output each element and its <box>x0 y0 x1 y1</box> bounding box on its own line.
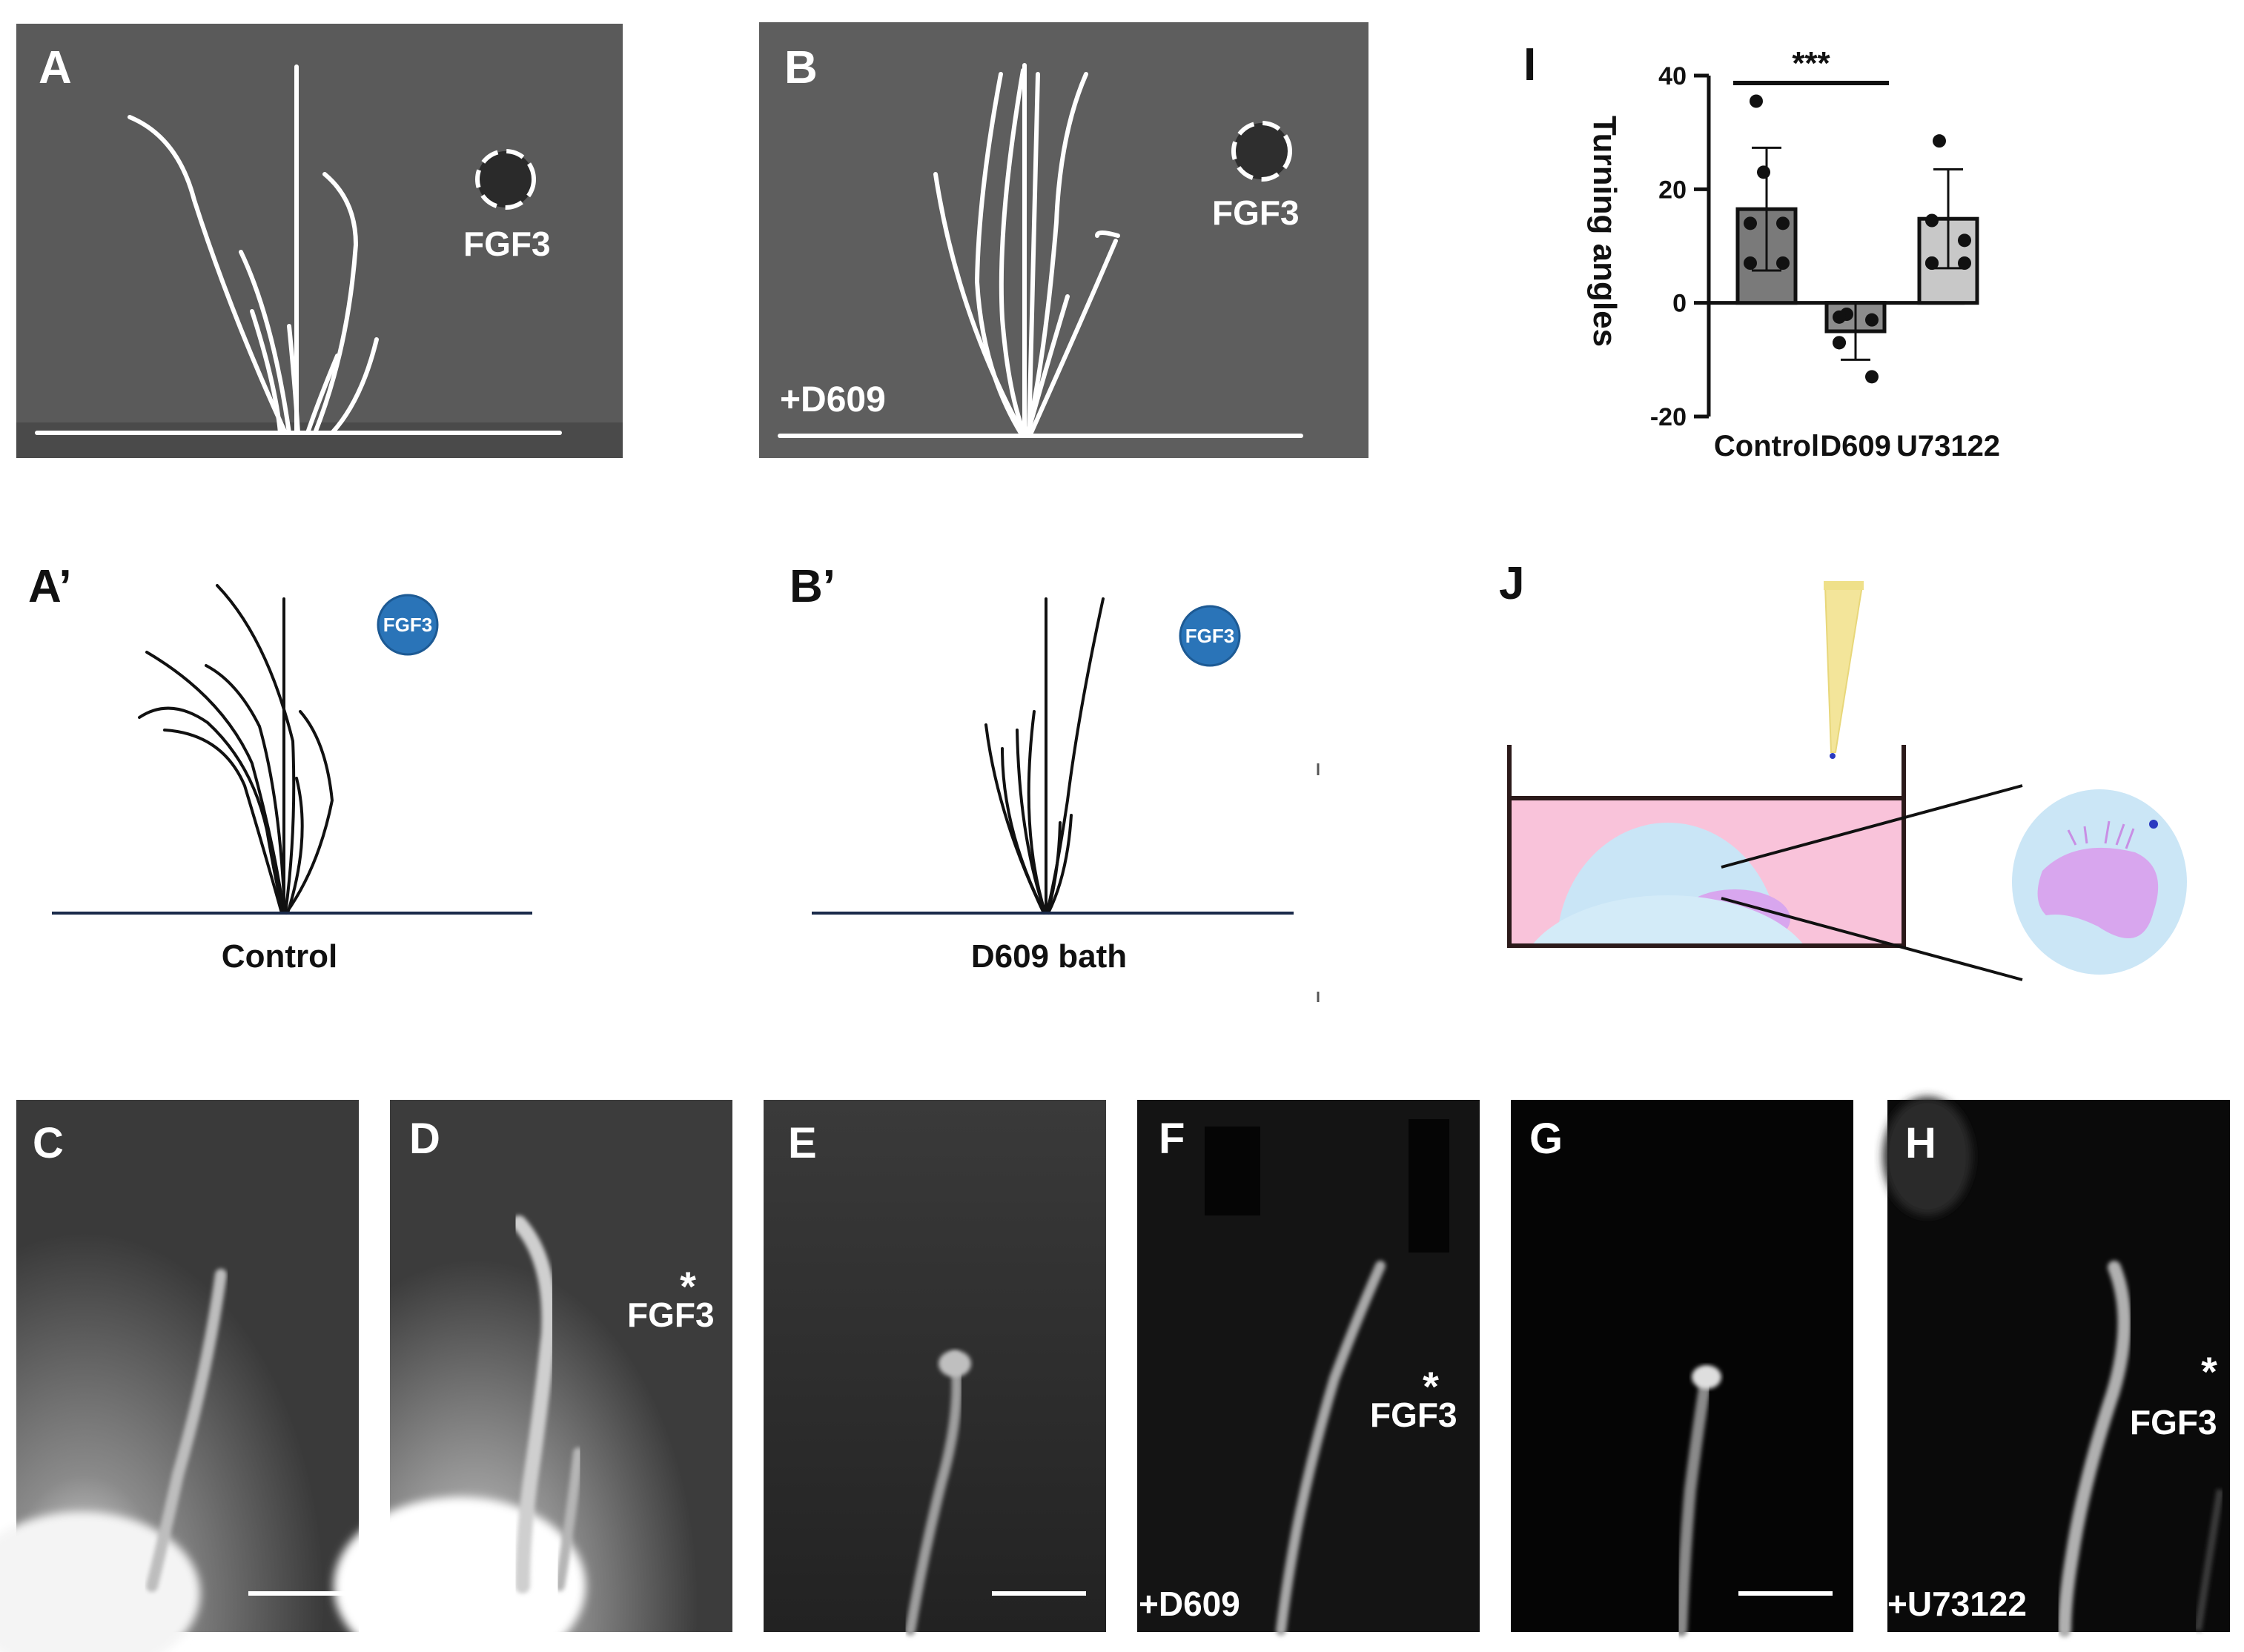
panel-d: D * FGF3 <box>334 1100 732 1652</box>
panel-j-letter: J <box>1499 558 1524 609</box>
panel-a-prime-caption: Control <box>222 938 337 975</box>
data-point <box>1925 256 1939 270</box>
panel-e-photo <box>764 1100 1106 1632</box>
pipette-icon <box>1824 581 1864 759</box>
fgf3-bead-icon <box>377 594 439 656</box>
panel-h-fgf3-label: FGF3 <box>2130 1403 2217 1442</box>
category-label: Control <box>1714 430 1819 462</box>
panel-j: J <box>1499 558 2187 981</box>
panel-c-letter: C <box>33 1119 64 1167</box>
panel-b-prime-bead-label: FGF3 <box>1185 625 1234 647</box>
panel-b-photo <box>759 22 1368 458</box>
panel-b-prime-caption: D609 bath <box>971 938 1127 975</box>
culture-dish <box>1507 745 2023 981</box>
panel-b-fgf3-label: FGF3 <box>1212 193 1300 232</box>
data-point <box>1833 336 1846 350</box>
data-point <box>1744 216 1757 230</box>
panel-d-fgf3-label: FGF3 <box>627 1296 715 1334</box>
panel-b: B FGF3 +D609 <box>759 22 1368 458</box>
panel-a-prime-traces <box>138 584 334 915</box>
panel-h: H * FGF3 +U73122 <box>1883 1097 2230 1637</box>
data-point <box>1776 256 1790 270</box>
panel-b-letter: B <box>784 42 818 93</box>
panel-a-traces <box>35 64 562 435</box>
y-tick-label: -20 <box>1650 403 1687 431</box>
panel-i-letter: I <box>1523 39 1536 90</box>
panel-a-prime-bead-label: FGF3 <box>383 614 432 636</box>
panel-f-fgf3-label: FGF3 <box>1370 1396 1457 1434</box>
data-point <box>1933 134 1946 148</box>
panel-a-prime: A’ FGF3 Control <box>28 561 532 975</box>
panel-a-letter: A <box>39 42 72 93</box>
panel-g-letter: G <box>1529 1115 1563 1163</box>
data-point <box>1744 256 1757 270</box>
data-point <box>1865 313 1879 327</box>
fgf3-bead-dot <box>2149 820 2158 829</box>
panel-e: E <box>764 1100 1106 1636</box>
panel-f-treatment-label: +D609 <box>1139 1585 1240 1623</box>
data-point <box>1750 94 1763 108</box>
fgf3-bead-outline <box>1231 121 1292 182</box>
panel-b-treatment-label: +D609 <box>780 380 886 419</box>
data-point <box>1925 213 1939 228</box>
panel-e-letter: E <box>788 1119 817 1167</box>
fgf3-bead-outline <box>475 149 536 210</box>
data-point <box>1757 165 1770 179</box>
panel-c: C <box>0 1100 359 1652</box>
y-axis-label: Turning angles <box>1586 116 1623 347</box>
panel-a-shadow <box>16 422 623 458</box>
panel-h-treatment-label: +U73122 <box>1887 1585 2027 1623</box>
panel-h-bead-marker: * <box>2201 1348 2217 1395</box>
panel-a: A FGF3 <box>16 24 623 458</box>
y-tick-label: 20 <box>1658 176 1687 204</box>
panel-b-prime-traces <box>984 597 1105 915</box>
panel-f-bead-marker: * <box>1423 1363 1439 1410</box>
panel-f-letter: F <box>1159 1115 1185 1163</box>
data-point <box>1958 233 1971 248</box>
panel-h-letter: H <box>1905 1119 1936 1167</box>
panel-a-photo <box>16 24 623 458</box>
panel-b-prime: B’ FGF3 D609 bath <box>790 561 1320 1002</box>
significance-stars: *** <box>1792 45 1830 82</box>
panel-f: F * FGF3 +D609 <box>1137 1100 1480 1636</box>
panel-a-fgf3-label: FGF3 <box>463 225 551 263</box>
y-tick-label: 0 <box>1672 290 1687 318</box>
magnified-explant <box>2012 789 2187 975</box>
fgf3-bead-icon <box>1179 605 1241 667</box>
y-tick-label: 40 <box>1658 62 1687 90</box>
panel-d-bead-marker: * <box>680 1263 696 1310</box>
data-point <box>1833 310 1846 324</box>
panel-a-prime-letter: A’ <box>28 561 72 612</box>
data-point <box>1776 216 1790 230</box>
panel-d-letter: D <box>409 1115 440 1163</box>
category-label: D609 <box>1820 430 1891 462</box>
data-point <box>1958 256 1971 270</box>
panel-g: G <box>1511 1100 1853 1636</box>
data-point <box>1865 370 1879 384</box>
panel-b-traces <box>778 63 1303 438</box>
panel-b-prime-letter: B’ <box>790 561 835 612</box>
category-label: U73122 <box>1896 430 2000 462</box>
